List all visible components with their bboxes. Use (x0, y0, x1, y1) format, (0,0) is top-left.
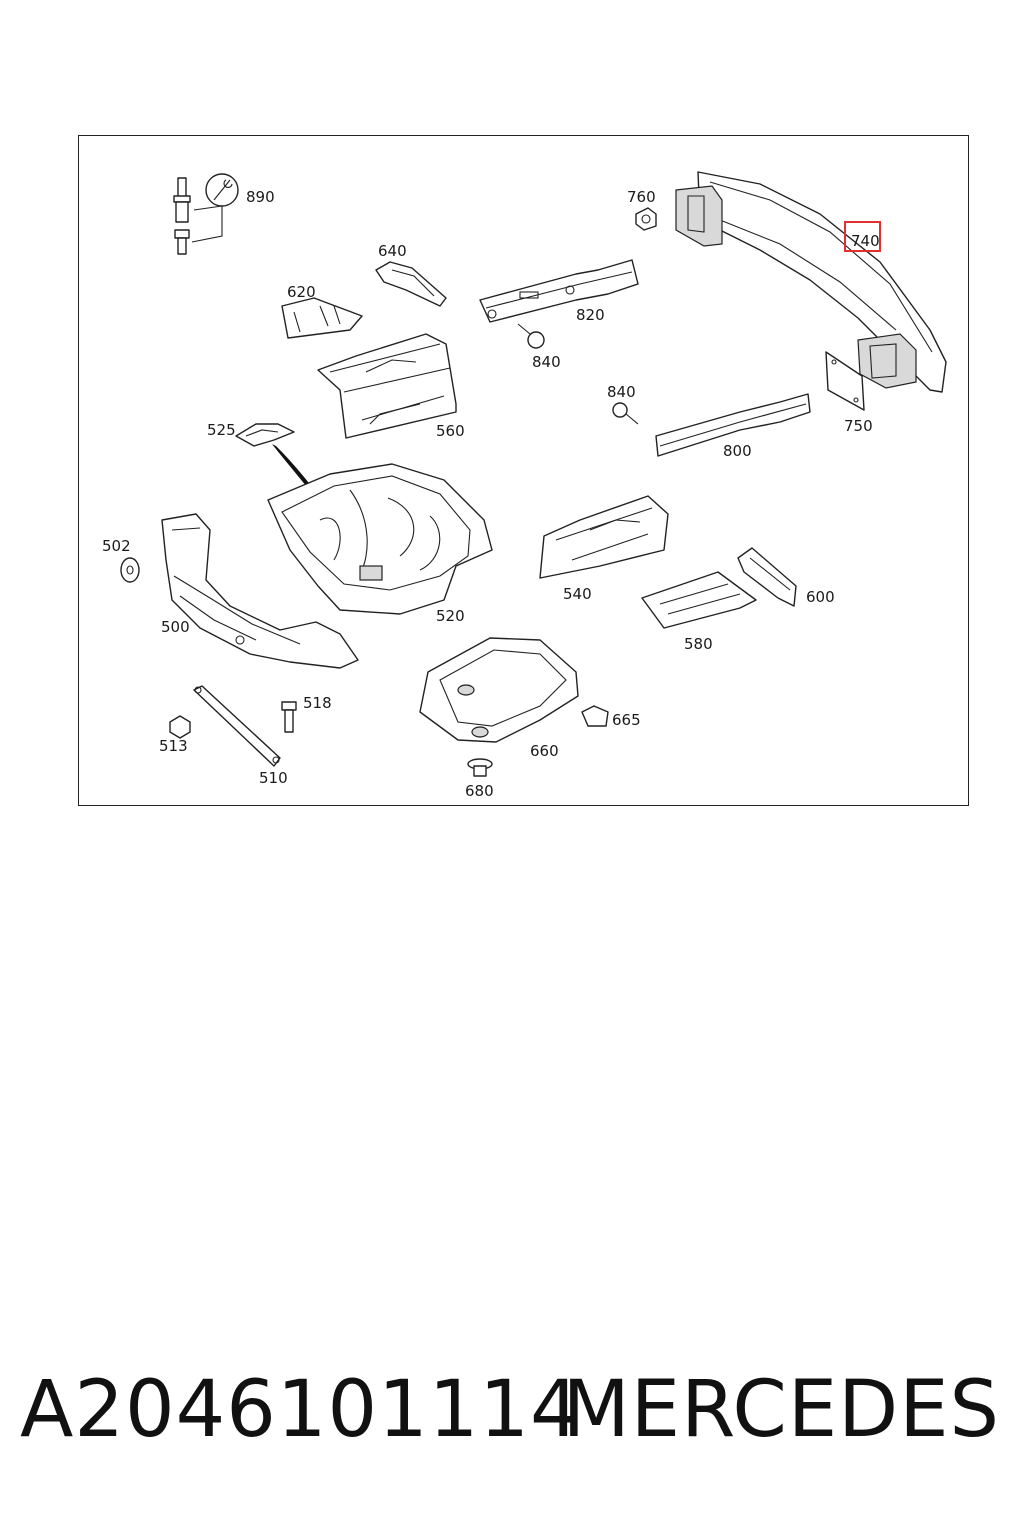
label-665: 665 (612, 711, 641, 729)
label-750: 750 (844, 417, 873, 435)
label-600: 600 (806, 588, 835, 606)
part-665-clip (581, 705, 609, 727)
part-750-plate (825, 351, 865, 411)
label-660: 660 (530, 742, 559, 760)
label-525: 525 (207, 421, 236, 439)
label-518: 518 (303, 694, 332, 712)
part-800-rail (655, 393, 811, 457)
part-510-strut (193, 685, 281, 767)
label-800: 800 (723, 442, 752, 460)
part-820-rail (479, 259, 639, 323)
part-890-fasteners (173, 173, 239, 255)
part-840-bolt-a (517, 323, 545, 349)
label-560: 560 (436, 422, 465, 440)
part-number: A2046101114 (20, 1365, 581, 1455)
highlight-box-740 (844, 221, 881, 252)
label-540: 540 (563, 585, 592, 603)
label-840-b: 840 (607, 383, 636, 401)
part-840-bolt-b (612, 402, 639, 425)
part-518-bolt (281, 701, 297, 733)
part-740-bumper-beam (675, 171, 947, 393)
part-660-floor-panel (419, 637, 579, 743)
part-620-bracket (281, 297, 363, 339)
footer: A2046101114 MERCEDES (0, 1365, 1024, 1475)
label-680: 680 (465, 782, 494, 800)
label-740: 740 (851, 232, 880, 250)
part-540-panel (539, 495, 669, 579)
part-680-push-clip (467, 758, 493, 777)
label-580: 580 (684, 635, 713, 653)
brand-name: MERCEDES (562, 1365, 1000, 1455)
label-500: 500 (161, 618, 190, 636)
part-520-spare-wheel-well (267, 463, 493, 615)
label-760: 760 (627, 188, 656, 206)
label-502: 502 (102, 537, 131, 555)
label-510: 510 (259, 769, 288, 787)
label-513: 513 (159, 737, 188, 755)
label-820: 820 (576, 306, 605, 324)
part-640-bracket (375, 261, 447, 307)
part-600-bracket (737, 547, 797, 607)
diagram-frame (78, 135, 969, 806)
part-513-nut (169, 715, 191, 739)
label-890: 890 (246, 188, 275, 206)
part-500-side-member (161, 513, 359, 669)
label-620: 620 (287, 283, 316, 301)
label-640: 640 (378, 242, 407, 260)
part-580-plate (641, 571, 757, 629)
part-560-panel (317, 333, 457, 439)
label-520: 520 (436, 607, 465, 625)
part-760-nut (635, 207, 657, 231)
part-502-washer (120, 557, 140, 583)
label-840-a: 840 (532, 353, 561, 371)
